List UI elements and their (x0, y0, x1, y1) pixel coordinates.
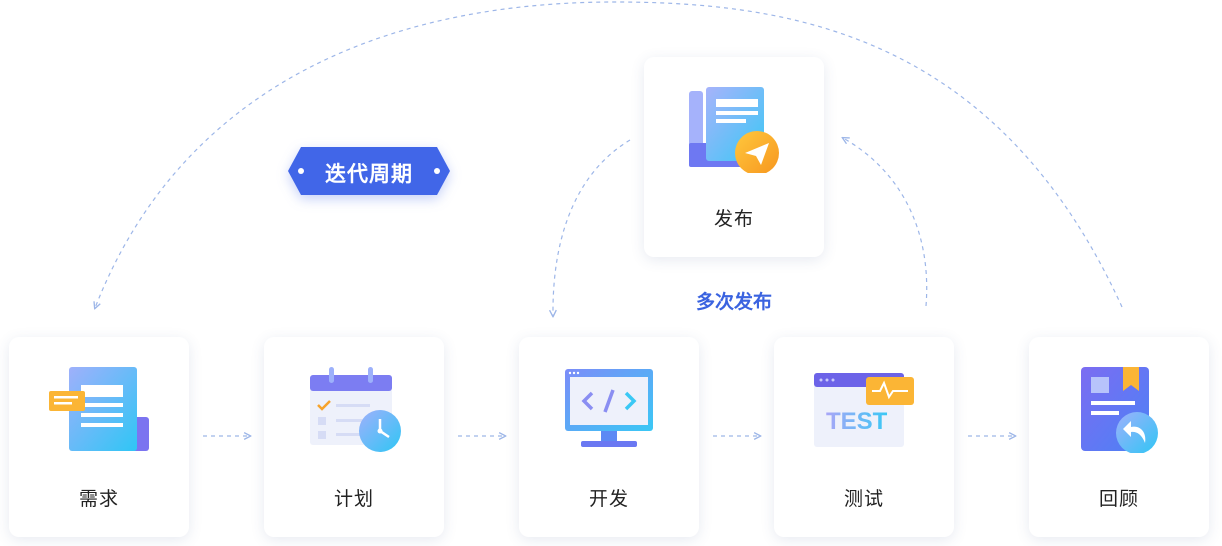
step-label-plan: 计划 (333, 488, 374, 510)
step-card-development: 开发 (519, 337, 699, 537)
step-label-review: 回顾 (1098, 488, 1139, 510)
multi-release-label: 多次发布 (695, 291, 772, 313)
release-to-dev-arc (553, 139, 631, 316)
cycle-badge: 迭代周期 (287, 146, 451, 196)
step-card-testing: TEST 测试 (774, 337, 954, 537)
step-card-release: 发布 (644, 57, 824, 257)
requirements-document-icon (49, 367, 149, 451)
step-label-release: 发布 (713, 208, 754, 230)
test-window-icon: TEST (814, 373, 914, 447)
step-card-review: 回顾 (1029, 337, 1209, 537)
test-to-release-arc (843, 138, 928, 307)
iteration-arc (95, 1, 1123, 308)
cycle-label: 迭代周期 (325, 162, 413, 186)
review-book-icon (1081, 367, 1158, 453)
step-label-testing: 测试 (843, 488, 884, 510)
step-card-plan: 计划 (264, 337, 444, 537)
step-label-requirements: 需求 (78, 488, 119, 510)
release-paper-plane-icon (689, 87, 779, 173)
svg-text:TEST: TEST (826, 408, 888, 435)
step-card-requirements: 需求 (9, 337, 189, 537)
calendar-clock-icon (310, 367, 401, 452)
step-label-development: 开发 (588, 488, 629, 510)
code-monitor-icon (565, 369, 653, 447)
